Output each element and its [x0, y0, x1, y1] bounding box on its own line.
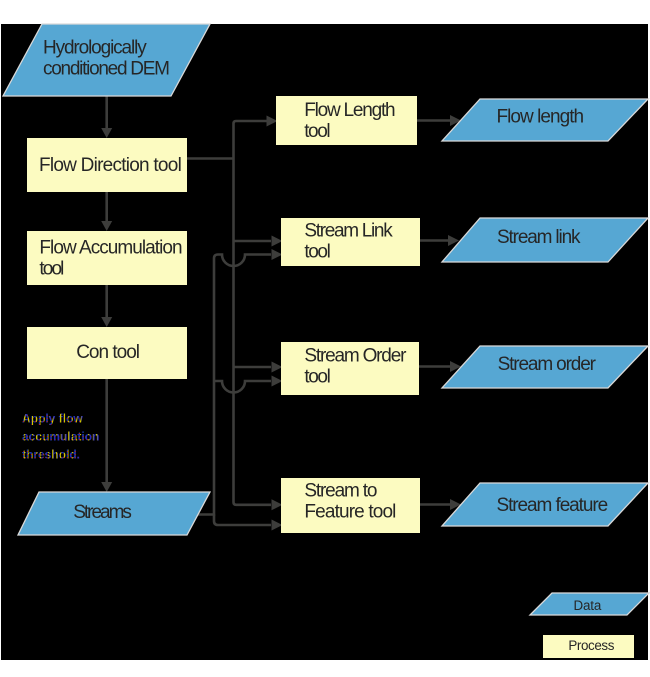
svg-text:Process: Process	[568, 638, 614, 653]
svg-text:Stream Link: Stream Link	[304, 221, 393, 242]
svg-text:Apply flow: Apply flow	[22, 412, 83, 426]
svg-text:Hydrologically: Hydrologically	[43, 38, 147, 59]
svg-text:Flow Direction tool: Flow Direction tool	[39, 155, 182, 176]
svg-text:Con tool: Con tool	[76, 342, 140, 363]
svg-text:Flow Accumulation: Flow Accumulation	[39, 238, 182, 259]
svg-text:Flow Length: Flow Length	[304, 100, 395, 121]
svg-text:Flow length: Flow length	[497, 107, 585, 128]
svg-text:Stream feature: Stream feature	[497, 495, 609, 516]
svg-text:Feature tool: Feature tool	[304, 502, 396, 523]
svg-text:Stream order: Stream order	[498, 354, 597, 375]
svg-text:accumulation: accumulation	[22, 430, 99, 444]
svg-text:Stream link: Stream link	[497, 227, 581, 248]
svg-text:tool: tool	[39, 258, 64, 279]
svg-text:Streams: Streams	[73, 502, 132, 523]
svg-text:tool: tool	[304, 242, 330, 263]
svg-text:tool: tool	[304, 121, 330, 142]
svg-text:conditioned DEM: conditioned DEM	[43, 58, 170, 79]
svg-text:Stream to: Stream to	[304, 480, 377, 501]
svg-text:Data: Data	[574, 598, 602, 613]
svg-text:threshold.: threshold.	[22, 448, 80, 462]
svg-text:tool: tool	[304, 366, 330, 387]
svg-text:Stream Order: Stream Order	[304, 345, 407, 366]
